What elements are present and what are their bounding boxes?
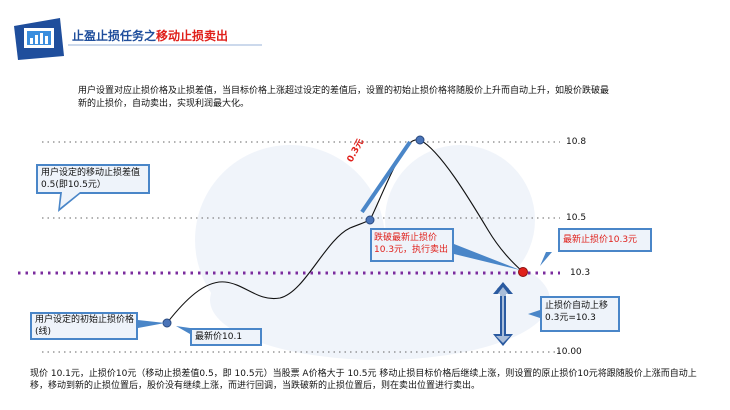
price-label-10-8: 10.8 bbox=[566, 137, 587, 147]
point-10-5 bbox=[365, 215, 375, 225]
price-label-10-5: 10.5 bbox=[566, 213, 587, 223]
callout-sell-trigger bbox=[370, 228, 520, 270]
title-part2: 移动止损卖出 bbox=[156, 29, 229, 43]
callout-latest-price bbox=[176, 326, 262, 346]
callout-move-diff-text: 用户设定的移动止损差值0.5(即10.5元） bbox=[41, 168, 141, 190]
callout-move-diff bbox=[36, 164, 150, 212]
price-label-10-00: 10.00 bbox=[556, 347, 582, 357]
callout-latest-stop-text: 最新止损价10.3元 bbox=[563, 235, 638, 245]
title-part1: 止盈止损任务之 bbox=[72, 29, 157, 43]
callout-latest-stop bbox=[540, 228, 652, 266]
callout-auto-move-text: 止损价自动上移0.3元=10.3 bbox=[545, 301, 609, 323]
page-title: 止盈止损任务之移动止损卖出 bbox=[72, 27, 228, 44]
callout-auto-move bbox=[528, 296, 620, 332]
point-10-8 bbox=[415, 135, 425, 145]
callout-latest-price-text: 最新价10.1 bbox=[195, 332, 243, 342]
callout-sell-trigger-text: 跌破最新止损价10.3元，执行卖出 bbox=[374, 233, 449, 255]
double-arrow-icon bbox=[493, 282, 513, 346]
bottom-description: 现价 10.1元，止损价10元（移动止损差值0.5，即 10.5元）当股票 A价… bbox=[30, 369, 697, 391]
move-marker-line bbox=[360, 140, 412, 214]
callout-initial-stop-text: 用户设定的初始止损价格(线) bbox=[35, 315, 135, 337]
point-sell bbox=[518, 267, 528, 277]
intro-text: 用户设置对应止损价格及止损差值，当目标价格上涨超过设定的差值后，设置的初始止损价… bbox=[78, 86, 610, 109]
callout-initial-stop bbox=[30, 312, 165, 340]
price-label-10-3: 10.3 bbox=[570, 268, 591, 278]
logo-icon bbox=[14, 18, 64, 60]
